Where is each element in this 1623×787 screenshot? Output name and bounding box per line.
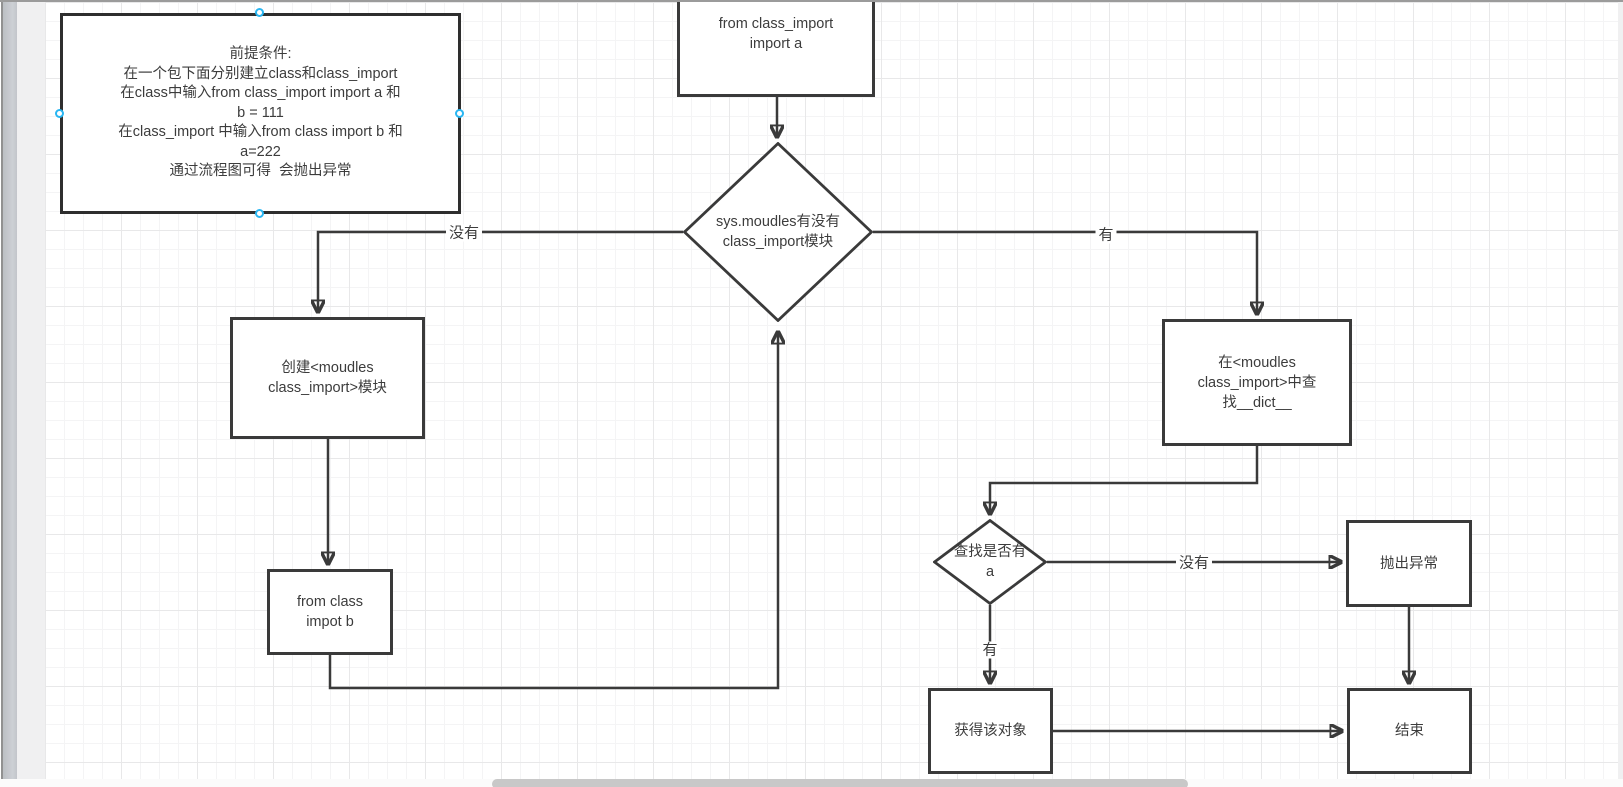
diamond-shape (933, 519, 1047, 605)
edge-yes-to-search[interactable] (873, 230, 1257, 314)
node-import-b[interactable]: from class impot b (267, 569, 393, 655)
edge-no-to-create[interactable] (318, 230, 683, 312)
edge-import-loop-back[interactable] (328, 332, 778, 690)
edge-label-yes-right: 有 (1095, 226, 1117, 244)
top-border-line (0, 0, 1623, 2)
node-check-a-diamond[interactable]: 查找是否有 a (933, 519, 1047, 605)
edge-label-yes-down: 有 (979, 641, 1001, 659)
node-create-module-label: 创建<moudles class_import>模块 (268, 360, 387, 396)
horizontal-scrollbar[interactable] (0, 779, 1623, 787)
node-start-label: from class_import import a (718, 15, 834, 52)
diamond-shape (683, 142, 873, 322)
node-get-object[interactable]: 获得该对象 (928, 688, 1053, 774)
node-check-modules-label: sys.moudles有没有 class_import模块 (715, 214, 841, 250)
right-panel-strip (1618, 2, 1623, 779)
selection-handle-bottom[interactable] (255, 209, 264, 218)
node-end-label: 结束 (1395, 723, 1424, 739)
edge-label-no-right: 没有 (1175, 554, 1213, 572)
node-precondition-note[interactable]: 前提条件: 在一个包下面分别建立class和class_import 在clas… (60, 13, 461, 214)
node-start[interactable]: from class_import import a (677, 0, 875, 97)
selection-handle-right[interactable] (455, 109, 464, 118)
node-check-a-label: 查找是否有 a (953, 544, 1027, 580)
edge-search-to-check-a[interactable] (990, 446, 1259, 514)
node-create-module[interactable]: 创建<moudles class_import>模块 (230, 317, 425, 439)
left-panel-strip (17, 2, 45, 779)
horizontal-scrollbar-thumb[interactable] (492, 779, 1188, 787)
left-panel-edge (1, 0, 3, 787)
node-throw-exception-label: 抛出异常 (1380, 555, 1438, 572)
node-end[interactable]: 结束 (1347, 688, 1472, 774)
node-search-dict-label: 在<moudles class_import>中查 找__dict__ (1197, 354, 1317, 411)
node-import-b-label: from class impot b (296, 594, 364, 630)
selection-handle-top[interactable] (255, 8, 264, 17)
edge-label-no-left: 没有 (445, 224, 483, 242)
node-get-object-label: 获得该对象 (954, 723, 1027, 739)
node-throw-exception[interactable]: 抛出异常 (1346, 520, 1472, 607)
node-search-dict[interactable]: 在<moudles class_import>中查 找__dict__ (1162, 319, 1352, 446)
vertical-scrollbar-thumb[interactable] (3, 0, 17, 779)
precondition-note-text: 前提条件: 在一个包下面分别建立class和class_import 在clas… (118, 46, 403, 180)
selection-handle-left[interactable] (55, 109, 64, 118)
node-check-modules-diamond[interactable]: sys.moudles有没有 class_import模块 (683, 142, 873, 322)
